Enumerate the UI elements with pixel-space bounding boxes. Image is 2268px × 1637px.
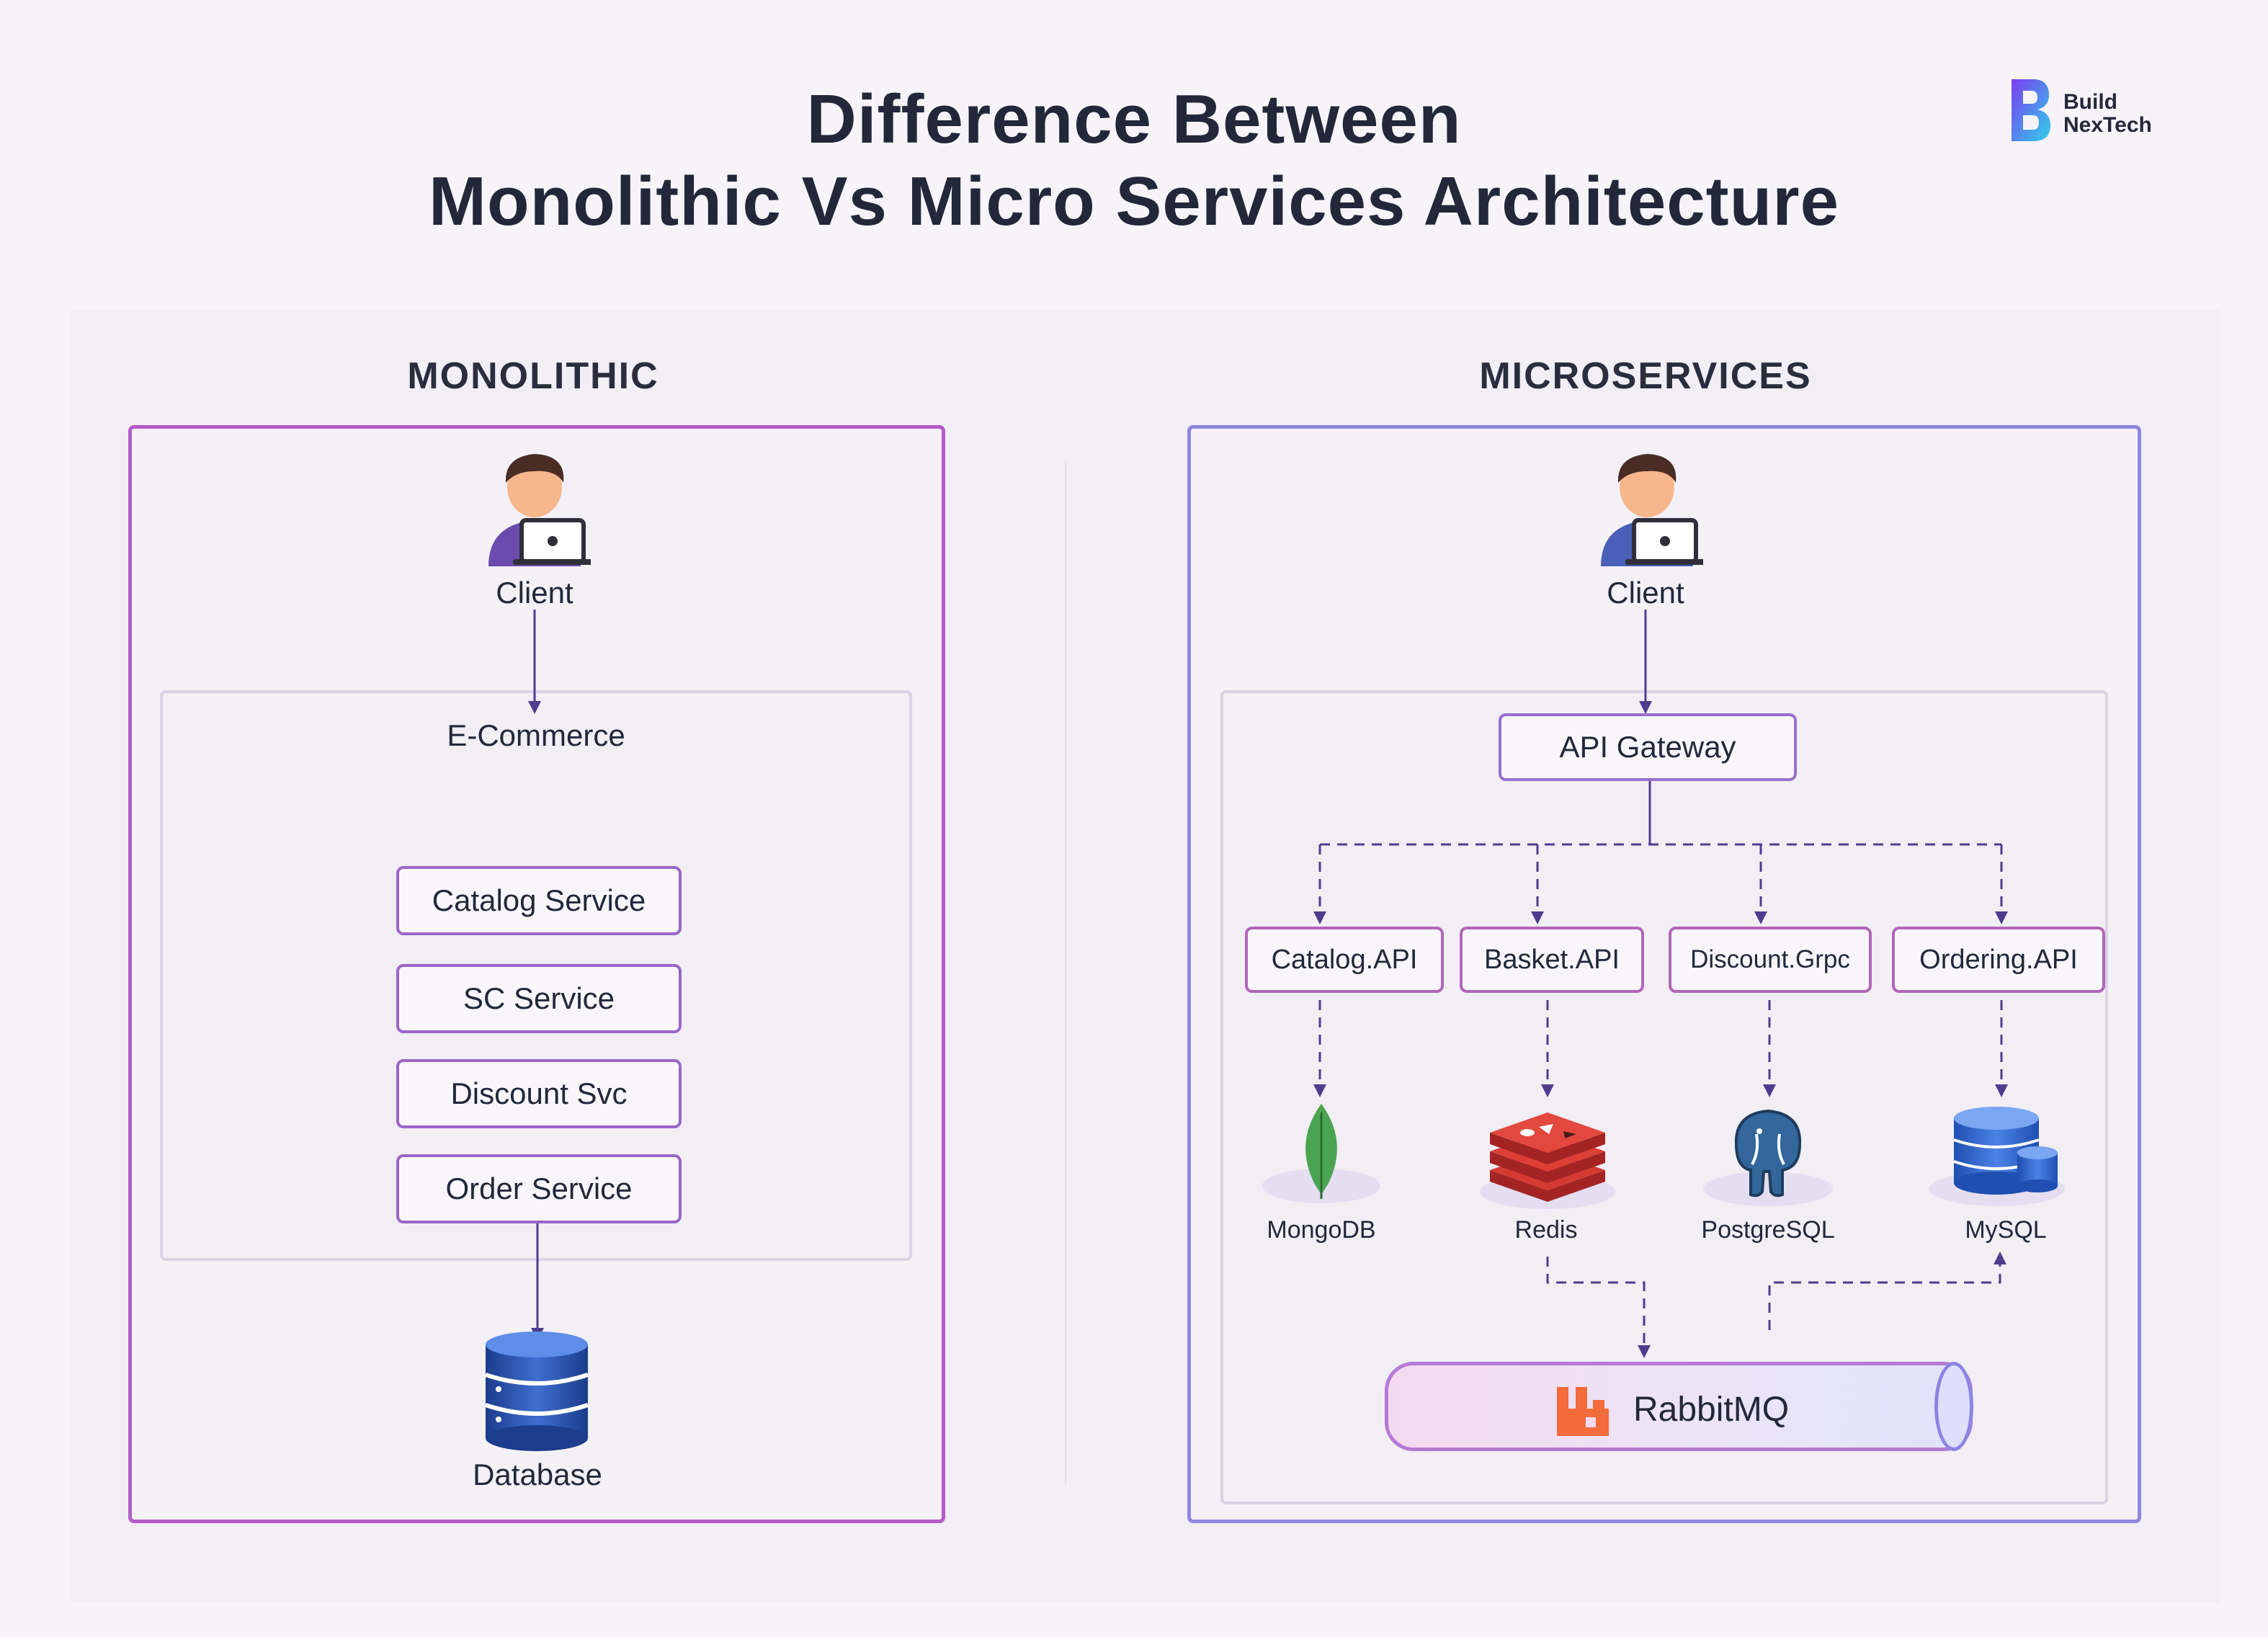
mongodb-icon <box>1262 1104 1380 1203</box>
sc-service-label: SC Service <box>463 981 615 1015</box>
discount-svc-label: Discount Svc <box>450 1076 628 1110</box>
discount-svc-box: Discount Svc <box>396 1059 682 1128</box>
discount-grpc-label: Discount.Grpc <box>1690 945 1850 973</box>
section-divider <box>1065 461 1066 1484</box>
basket-api-label: Basket.API <box>1484 944 1620 975</box>
mysql-label: MySQL <box>1965 1216 2047 1244</box>
api-gateway-label: API Gateway <box>1559 730 1736 764</box>
ecommerce-label: E-Commerce <box>447 718 625 752</box>
catalog-api-box: Catalog.API <box>1245 927 1444 993</box>
redis-label: Redis <box>1514 1216 1578 1244</box>
database-label: Database <box>473 1458 602 1491</box>
client-user-icon <box>1601 454 1703 566</box>
mono-client-label: Client <box>496 576 573 610</box>
database-icon <box>485 1332 589 1451</box>
brand-logo-text: Build NexTech <box>2063 91 2152 137</box>
order-service-label: Order Service <box>445 1172 633 1205</box>
rabbitmq-bus: RabbitMQ <box>1385 1362 1973 1451</box>
api-gateway-box: API Gateway <box>1499 713 1797 781</box>
postgresql-icon <box>1703 1109 1833 1206</box>
redis-icon <box>1480 1112 1615 1209</box>
ordering-api-label: Ordering.API <box>1919 944 2078 975</box>
order-service-box: Order Service <box>396 1154 682 1223</box>
microservices-heading: MICROSERVICES <box>1479 355 1812 397</box>
brand-logo-icon <box>2012 79 2050 141</box>
ordering-api-box: Ordering.API <box>1892 927 2105 993</box>
rabbitmq-icon <box>1557 1387 1609 1436</box>
page-title-line-2: Monolithic Vs Micro Services Architectur… <box>429 163 1839 240</box>
brand-logo-line-2: NexTech <box>2063 113 2152 137</box>
discount-grpc-box: Discount.Grpc <box>1669 927 1872 993</box>
client-user-icon <box>488 454 591 566</box>
catalog-service-box: Catalog Service <box>396 866 682 935</box>
mysql-icon <box>1929 1107 2065 1206</box>
catalog-service-label: Catalog Service <box>432 883 646 917</box>
monolithic-heading: MONOLITHIC <box>407 355 659 397</box>
micro-client-label: Client <box>1607 576 1684 610</box>
sc-service-box: SC Service <box>396 964 682 1033</box>
rabbitmq-bus-cap <box>1934 1362 1973 1451</box>
basket-api-box: Basket.API <box>1460 927 1644 993</box>
page-title-line-1: Difference Between <box>806 81 1462 158</box>
brand-logo: Build NexTech <box>2009 75 2174 147</box>
rabbitmq-label: RabbitMQ <box>1633 1391 1790 1429</box>
postgresql-label: PostgreSQL <box>1701 1216 1835 1244</box>
brand-logo-line-1: Build <box>2063 90 2117 114</box>
catalog-api-label: Catalog.API <box>1271 944 1418 975</box>
mongodb-label: MongoDB <box>1267 1216 1376 1244</box>
